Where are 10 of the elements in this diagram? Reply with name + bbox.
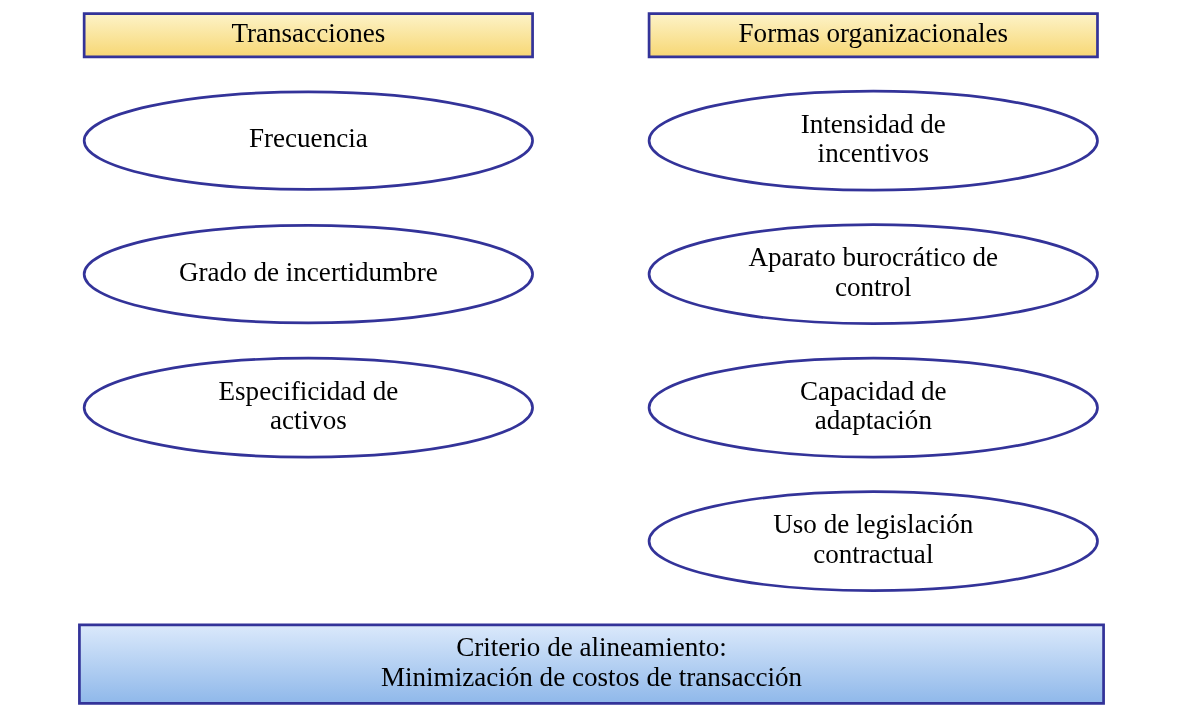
- node-ellipse: Frecuencia: [82, 90, 534, 191]
- node-ellipse: Intensidad de incentivos: [647, 89, 1099, 192]
- node-ellipse: Especificidad de activos: [82, 356, 534, 459]
- node-box: Transacciones: [82, 12, 534, 59]
- node-ellipse: Grado de incertidumbre: [82, 224, 534, 325]
- node-ellipse: Aparato burocrático de control: [647, 223, 1099, 325]
- node-ellipse: Uso de legislación contractual: [647, 490, 1099, 592]
- node-box: Formas organizacionales: [647, 12, 1099, 59]
- node-box: Criterio de alineamiento: Minimización de costos de transacción: [77, 623, 1105, 705]
- node-ellipse: Capacidad de adaptación: [647, 356, 1099, 459]
